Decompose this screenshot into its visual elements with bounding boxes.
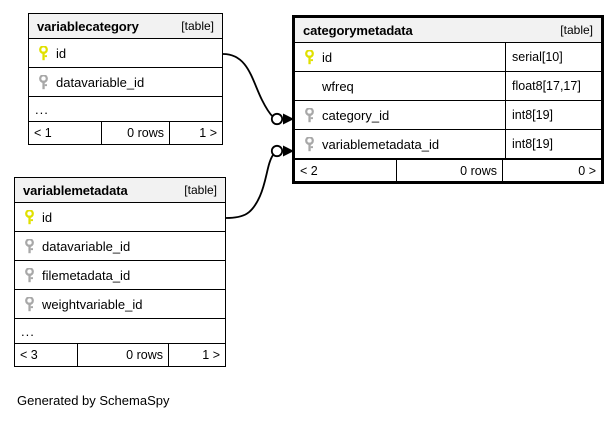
table-variablemetadata[interactable]: variablemetadata [table] id (14, 177, 226, 367)
table-row[interactable]: wfreq float8[17,17] (295, 72, 601, 101)
table-row[interactable]: filemetadata_id (15, 261, 225, 290)
table-header-variablecategory: variablecategory [table] (29, 14, 222, 39)
table-categorymetadata[interactable]: categorymetadata [table] id serial[10] w… (292, 15, 604, 184)
prev-degree-button[interactable]: < 1 (34, 126, 52, 140)
prev-degree-button[interactable]: < 3 (20, 348, 38, 362)
row-count-label: 0 rows (396, 160, 502, 181)
column-cell: filemetadata_id (15, 261, 225, 289)
table-header-categorymetadata: categorymetadata [table] (295, 18, 601, 43)
column-cell: category_id (295, 101, 505, 129)
table-footer-variablecategory: < 1 0 rows 1 > (29, 122, 222, 144)
table-footer-categorymetadata: < 2 0 rows 0 > (295, 159, 601, 181)
column-type: float8[17,17] (505, 72, 601, 100)
generated-by-caption: Generated by SchemaSpy (17, 393, 170, 408)
table-row[interactable]: datavariable_id (29, 68, 222, 97)
relationship-line-1 (222, 53, 274, 118)
table-row[interactable]: id (15, 203, 225, 232)
table-type-tag: [table] (184, 183, 217, 197)
column-name: id (42, 209, 53, 225)
relationship-variablecategory-categorymetadata (222, 53, 298, 126)
table-type-tag: [table] (560, 23, 593, 37)
column-cell: datavariable_id (29, 68, 222, 96)
column-type: int8[19] (505, 130, 601, 158)
key-icon-foreign (23, 238, 35, 254)
column-cell: weightvariable_id (15, 290, 225, 318)
column-name: wfreq (322, 78, 354, 94)
key-icon-foreign (303, 107, 315, 123)
relationship-variablemetadata-categorymetadata (225, 144, 298, 219)
key-icon-primary (303, 49, 315, 65)
ellipsis-label: ... (21, 323, 35, 339)
column-name: datavariable_id (56, 74, 145, 90)
table-row[interactable]: datavariable_id (15, 232, 225, 261)
table-header-variablemetadata: variablemetadata [table] (15, 178, 225, 203)
column-cell: id (29, 39, 222, 67)
column-cell: variablemetadata_id (295, 130, 505, 158)
table-title: variablemetadata (23, 182, 128, 198)
column-cell: id (15, 203, 225, 231)
next-degree-button[interactable]: 1 > (169, 122, 222, 144)
ellipsis-label: ... (35, 101, 49, 117)
more-columns-indicator: ... (15, 319, 225, 344)
key-icon-foreign (23, 296, 35, 312)
next-degree-button[interactable]: 1 > (168, 344, 225, 366)
relationship-line-2 (225, 154, 274, 219)
column-cell: wfreq (295, 72, 505, 100)
column-cell: id (295, 43, 505, 71)
key-icon-primary (23, 209, 35, 225)
next-degree-button[interactable]: 0 > (502, 160, 601, 181)
column-type: serial[10] (505, 43, 601, 71)
table-variablecategory[interactable]: variablecategory [table] id (28, 13, 223, 145)
key-icon-primary (37, 45, 49, 61)
table-type-tag: [table] (181, 19, 214, 33)
table-row[interactable]: variablemetadata_id int8[19] (295, 130, 601, 159)
column-name: datavariable_id (42, 238, 131, 254)
cardinality-zero-circle-1 (270, 112, 284, 126)
key-icon-foreign (303, 136, 315, 152)
key-icon-foreign (23, 267, 35, 283)
column-cell: datavariable_id (15, 232, 225, 260)
table-row[interactable]: id (29, 39, 222, 68)
column-name: filemetadata_id (42, 267, 131, 283)
column-name: category_id (322, 107, 390, 123)
column-name: id (322, 49, 333, 65)
prev-degree-button[interactable]: < 2 (300, 163, 318, 178)
table-row[interactable]: category_id int8[19] (295, 101, 601, 130)
table-title: categorymetadata (303, 22, 413, 38)
column-name: weightvariable_id (42, 296, 143, 312)
cardinality-zero-circle-2 (270, 144, 284, 158)
column-name: variablemetadata_id (322, 136, 440, 152)
row-count-label: 0 rows (77, 344, 168, 366)
table-row[interactable]: id serial[10] (295, 43, 601, 72)
table-footer-variablemetadata: < 3 0 rows 1 > (15, 344, 225, 366)
column-name: id (56, 45, 67, 61)
table-title: variablecategory (37, 18, 139, 34)
column-type: int8[19] (505, 101, 601, 129)
key-icon-foreign (37, 74, 49, 90)
more-columns-indicator: ... (29, 97, 222, 122)
row-count-label: 0 rows (101, 122, 169, 144)
key-icon-none (303, 78, 315, 94)
table-row[interactable]: weightvariable_id (15, 290, 225, 319)
